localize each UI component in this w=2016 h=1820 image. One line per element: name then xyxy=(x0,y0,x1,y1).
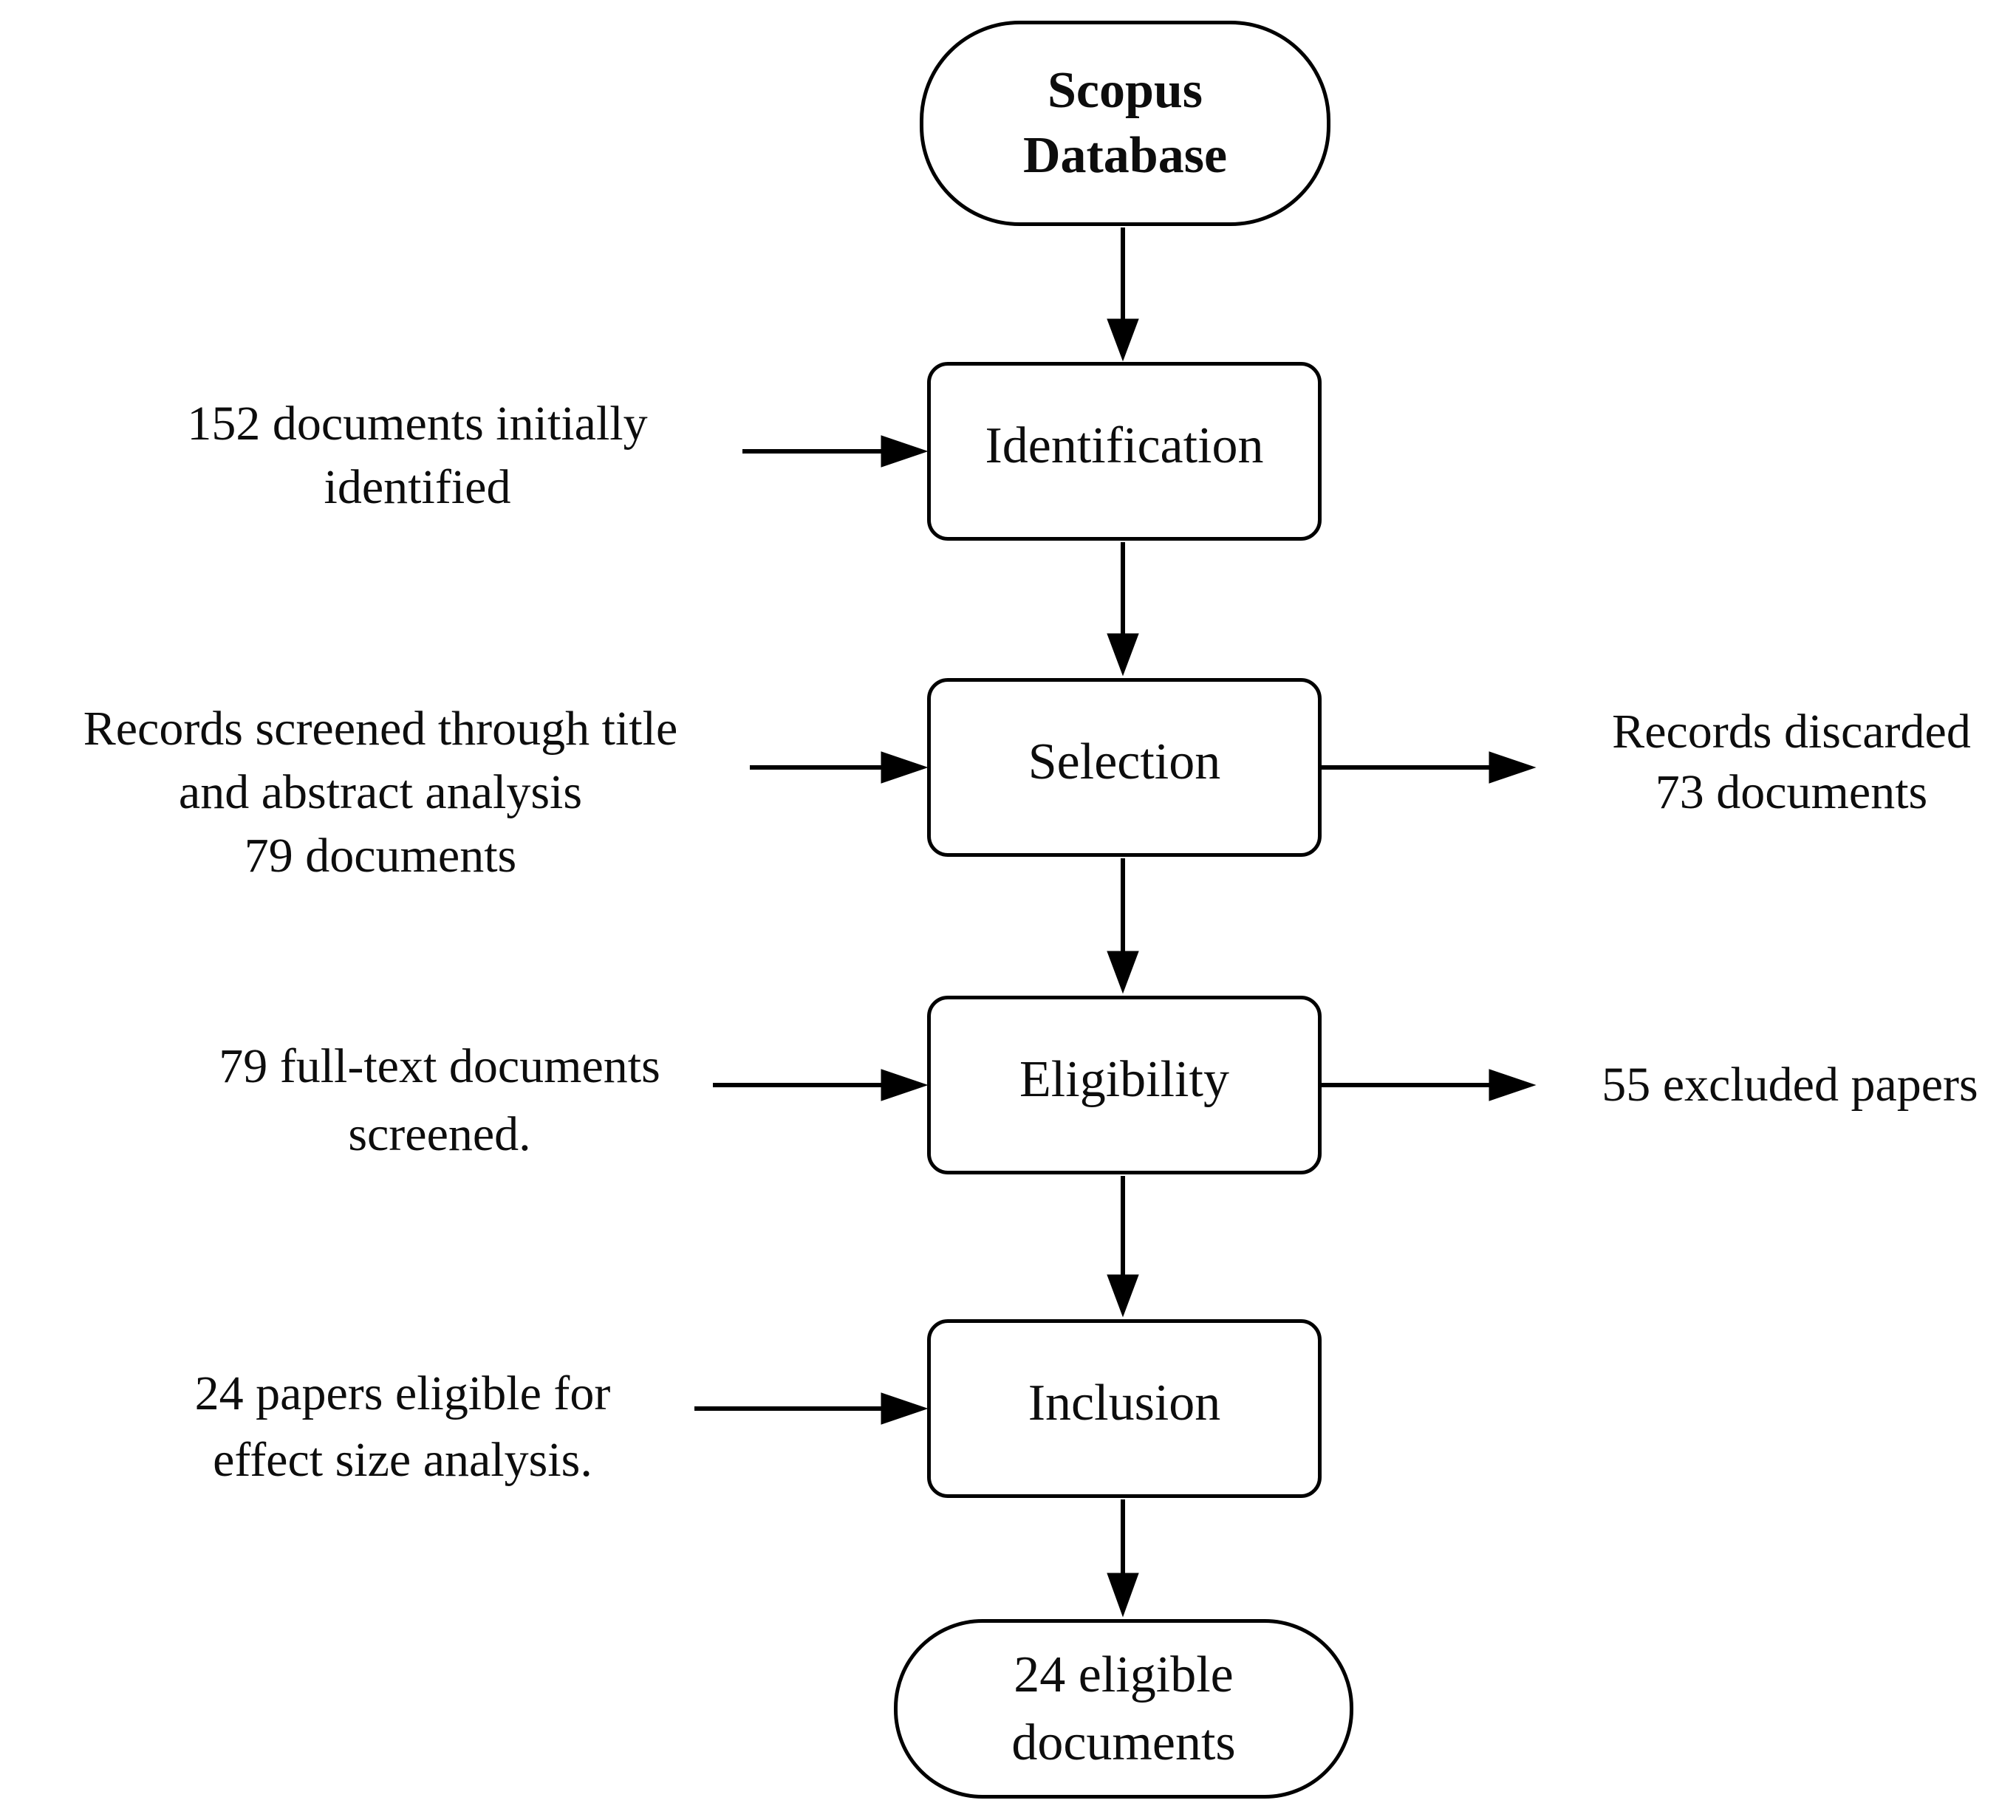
annotation-line: Records discarded xyxy=(1612,705,1971,759)
annotation-fulltext-screened: 79 full-text documents screened. xyxy=(140,1033,739,1169)
annotation-line: Records screened through title xyxy=(83,702,678,756)
annotation-documents-identified: 152 documents initially identified xyxy=(85,392,750,519)
annotation-line: effect size analysis. xyxy=(213,1433,592,1487)
annotation-line: 152 documents initially xyxy=(187,397,648,451)
node-eligible-documents: 24 eligible documents xyxy=(894,1619,1353,1799)
node-inclusion-label: Inclusion xyxy=(1028,1375,1221,1431)
arrow-selection-to-discarded xyxy=(1322,751,1537,784)
node-final-line-2: documents xyxy=(1011,1714,1236,1771)
node-scopus-database: Scopus Database xyxy=(920,21,1330,226)
annotation-line: screened. xyxy=(348,1107,531,1161)
arrow-screened-into-selection xyxy=(750,751,929,784)
node-selection-label: Selection xyxy=(1028,733,1221,790)
arrow-eligibility-to-excluded xyxy=(1322,1069,1537,1101)
annotation-records-discarded: Records discarded 73 documents xyxy=(1573,702,2009,823)
annotation-line: 79 full-text documents xyxy=(219,1039,660,1093)
annotation-line: 79 documents xyxy=(244,829,517,883)
arrow-fulltext-into-eligibility xyxy=(713,1069,929,1101)
annotation-papers-eligible: 24 papers eligible for effect size analy… xyxy=(70,1361,735,1494)
node-eligibility: Eligibility xyxy=(927,996,1322,1174)
arrow-inclusion-to-final xyxy=(1107,1499,1139,1618)
annotation-line: and abstract analysis xyxy=(178,765,583,819)
node-identification-label: Identification xyxy=(985,417,1264,474)
annotation-line: 73 documents xyxy=(1655,765,1928,819)
node-inclusion: Inclusion xyxy=(927,1319,1322,1498)
node-identification: Identification xyxy=(927,362,1322,541)
node-final-line-1: 24 eligible xyxy=(1014,1646,1234,1703)
arrow-eligible-into-inclusion xyxy=(694,1392,929,1425)
arrow-scopus-to-identification xyxy=(1107,228,1139,362)
arrow-identified-into-identification xyxy=(742,435,929,468)
node-scopus-line-2: Database xyxy=(1022,127,1228,184)
annotation-excluded-papers: 55 excluded papers xyxy=(1565,1055,2015,1115)
annotation-line: 24 papers eligible for xyxy=(194,1366,611,1420)
arrow-eligibility-to-inclusion xyxy=(1107,1176,1139,1318)
annotation-line: 55 excluded papers xyxy=(1602,1058,1978,1112)
annotation-line: identified xyxy=(324,460,511,514)
annotation-records-screened: Records screened through title and abstr… xyxy=(11,697,750,888)
arrow-selection-to-eligibility xyxy=(1107,858,1139,994)
node-eligibility-label: Eligibility xyxy=(1019,1051,1229,1108)
node-scopus-line-1: Scopus xyxy=(1047,62,1203,119)
arrow-identification-to-selection xyxy=(1107,542,1139,677)
node-selection: Selection xyxy=(927,678,1322,857)
